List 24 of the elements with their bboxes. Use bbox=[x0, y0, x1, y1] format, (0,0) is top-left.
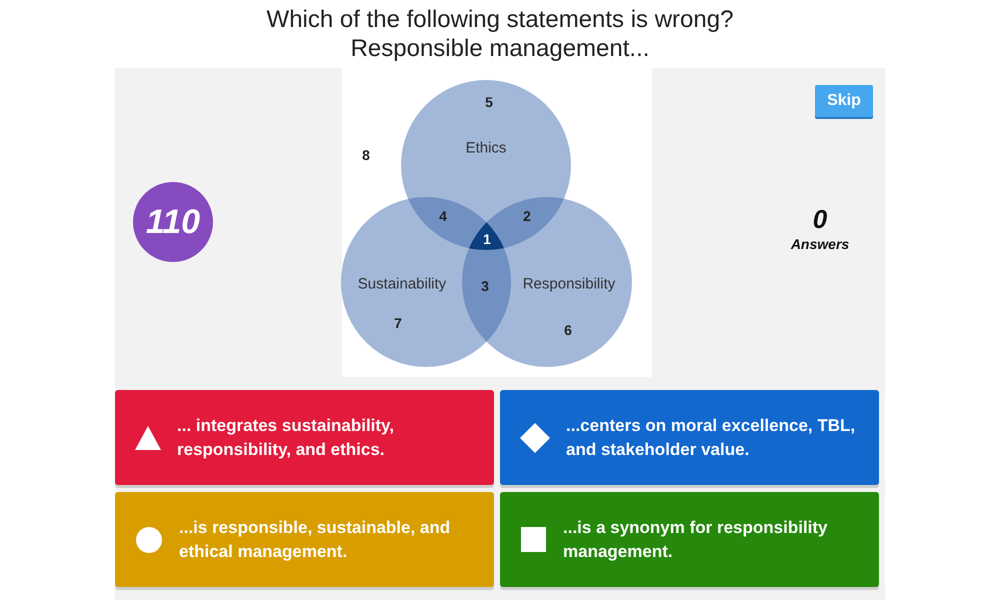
answer-card bbox=[115, 390, 494, 485]
answer-text: ...is responsible, sustainable, and ethical management. bbox=[179, 516, 452, 563]
answer-text: ...is a synonym for responsibility management. bbox=[563, 516, 829, 563]
region-number: 3 bbox=[481, 278, 489, 294]
circle-label: Ethics bbox=[466, 140, 506, 156]
answer-text: ...centers on moral excellence, TBL, and stakeholder value. bbox=[566, 414, 856, 460]
answer-card bbox=[500, 492, 879, 587]
question-title: Which of the following statements is wrong? Responsible management... bbox=[266, 5, 734, 63]
region-number: 7 bbox=[394, 315, 402, 331]
region-number: 4 bbox=[439, 208, 447, 224]
skip-button: Skip bbox=[815, 85, 873, 117]
region-number: 5 bbox=[485, 94, 493, 110]
region-number: 6 bbox=[564, 322, 572, 338]
circle-label: Sustainability bbox=[358, 276, 446, 292]
answer-card bbox=[115, 492, 494, 587]
answer-count: 0 bbox=[812, 204, 828, 235]
region-number: 2 bbox=[523, 208, 531, 224]
answer-card bbox=[500, 390, 879, 485]
region-number: 8 bbox=[362, 147, 370, 163]
timer-circle: 110 bbox=[133, 182, 213, 262]
answers-label: Answers bbox=[790, 236, 850, 252]
region-number: 1 bbox=[483, 231, 491, 247]
circle-label: Responsibility bbox=[522, 276, 616, 292]
answer-text: ... integrates sustainability, responsibility, and ethics. bbox=[177, 414, 395, 460]
